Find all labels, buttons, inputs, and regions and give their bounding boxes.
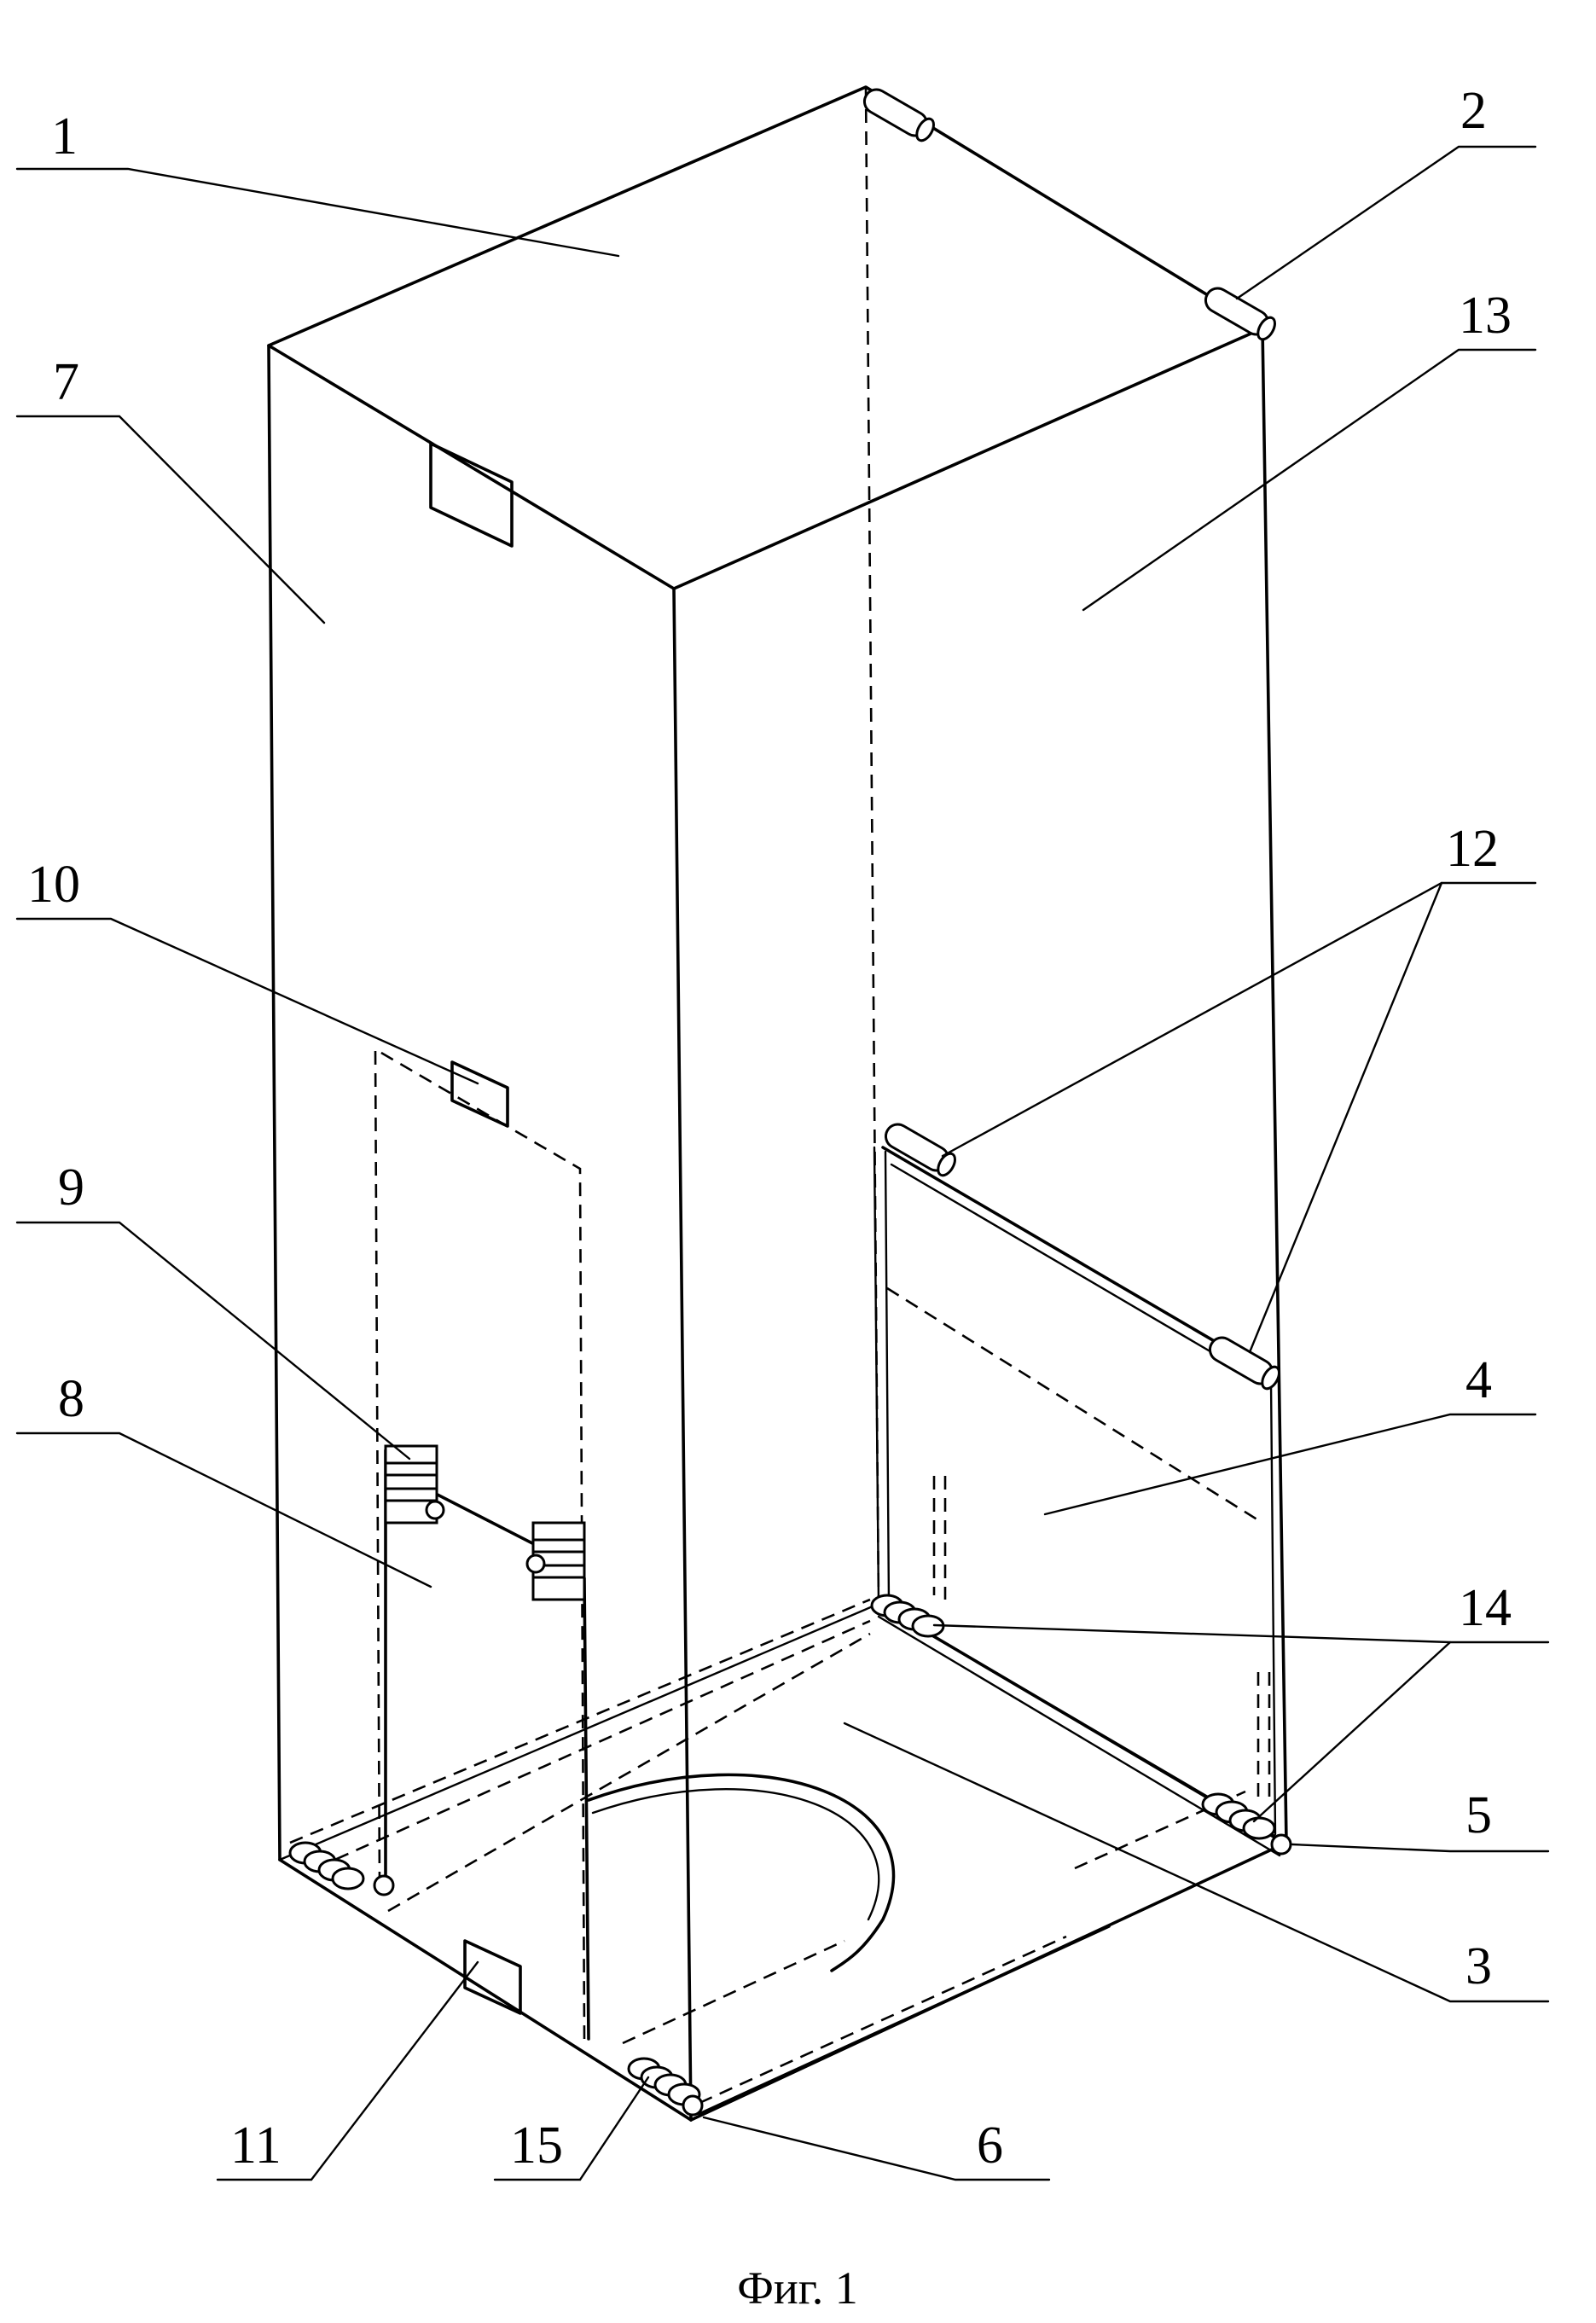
inner-panel <box>874 1120 1283 1834</box>
label-12: 12 <box>1446 820 1499 878</box>
bottom-latch-plate <box>465 1941 520 2013</box>
top-panel <box>269 87 1262 589</box>
leader-4 <box>1045 1414 1535 1514</box>
center-front-edge <box>674 589 691 2120</box>
label-14: 14 <box>1459 1579 1512 1637</box>
inner-panel-right-edge <box>1271 1382 1275 1834</box>
leader-12a <box>943 883 1535 1156</box>
label-8: 8 <box>58 1370 84 1428</box>
label-6: 6 <box>977 2117 1003 2175</box>
label-15: 15 <box>510 2117 563 2175</box>
leader-2 <box>1237 147 1535 299</box>
leader-12b <box>1250 883 1442 1352</box>
label-10: 10 <box>27 856 80 914</box>
top-hinge-back <box>860 85 937 143</box>
floor-hinge-cluster-left <box>290 1843 393 1895</box>
label-4: 4 <box>1465 1351 1492 1409</box>
inner-panel-top-rod-2 <box>891 1164 1262 1382</box>
label-9: 9 <box>58 1159 84 1217</box>
leader-10 <box>17 919 478 1083</box>
label-3: 3 <box>1465 1937 1492 1995</box>
label-2: 2 <box>1460 82 1487 140</box>
inner-panel-left-edge-2 <box>885 1152 889 1604</box>
door-hinge-lower <box>527 1523 584 1600</box>
leader-1 <box>17 169 618 256</box>
label-13: 13 <box>1459 287 1512 345</box>
leader-lines <box>17 147 1548 2180</box>
inner-panel-dashed-fold <box>887 1288 1262 1523</box>
side-door <box>375 1049 589 2039</box>
bottom-back-edge-left <box>280 1604 879 1860</box>
label-5: 5 <box>1465 1786 1492 1844</box>
inner-hinge-front <box>1205 1333 1282 1391</box>
floor-front-rod <box>699 1926 1109 2114</box>
floor-rod-end <box>1272 1835 1291 1854</box>
door-hinge-upper <box>386 1446 444 1523</box>
door-latch-plate <box>452 1062 508 1126</box>
top-latch-plate <box>431 444 512 546</box>
cabinet-frame <box>269 87 1286 2120</box>
floor-cutout-arc <box>589 1774 893 1971</box>
label-1: 1 <box>51 107 78 166</box>
leader-14a <box>934 1625 1548 1642</box>
leader-13 <box>1083 350 1535 610</box>
bottom-left-edge <box>280 1860 691 2120</box>
label-11: 11 <box>230 2117 281 2175</box>
floor-panel <box>290 1595 1291 2115</box>
figure-caption: Фиг. 1 <box>737 2262 858 2314</box>
floor-hinge-cluster-back <box>872 1595 943 1636</box>
top-hinge-front <box>1201 284 1278 342</box>
floor-cutout-arc-inner <box>593 1789 879 1919</box>
floor-dashed-front-2 <box>623 1941 844 2043</box>
right-edge <box>1262 328 1286 1843</box>
leader-5 <box>1292 1844 1548 1851</box>
leader-3 <box>844 1723 1548 2001</box>
floor-dashed-left <box>290 1600 870 1843</box>
leader-8 <box>17 1433 431 1587</box>
inner-panel-left-edge <box>874 1147 879 1604</box>
floor-dashed-left-2 <box>316 1621 870 1868</box>
leader-7 <box>17 416 324 623</box>
top-hinges <box>860 85 1278 342</box>
inner-panel-top-rod <box>883 1147 1262 1369</box>
label-7: 7 <box>53 353 79 411</box>
labels: 1 2 13 7 12 10 9 4 8 14 5 3 11 15 6 <box>27 82 1512 2175</box>
floor-dashed-front <box>699 1937 1066 2103</box>
